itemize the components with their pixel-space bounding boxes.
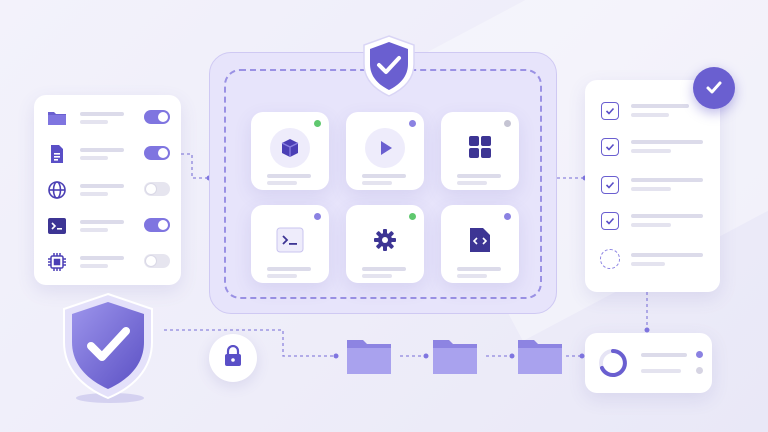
checkbox-checked-icon	[601, 176, 619, 194]
folder-icon[interactable]	[432, 336, 478, 376]
toggle-switch-on[interactable]	[144, 218, 170, 232]
toggle-switch-on[interactable]	[144, 110, 170, 124]
check-circle-icon	[693, 67, 735, 109]
shield-check-icon	[360, 34, 418, 98]
checkbox-checked-icon	[601, 138, 619, 156]
loading-ring-icon	[597, 347, 629, 379]
permission-row-terminal[interactable]	[34, 211, 181, 241]
checkbox-checked-icon	[601, 212, 619, 230]
status-dot	[504, 213, 511, 220]
toggle-switch-off[interactable]	[144, 182, 170, 196]
app-tile-code[interactable]	[441, 205, 519, 283]
app-tile-media[interactable]	[346, 112, 424, 190]
status-dot	[314, 120, 321, 127]
status-dot	[696, 351, 703, 358]
lock-icon	[223, 344, 243, 371]
terminal-icon	[46, 215, 68, 237]
checklist-item[interactable]	[585, 136, 720, 158]
status-dot	[409, 213, 416, 220]
gear-icon	[368, 223, 402, 257]
progress-card	[585, 333, 712, 393]
permission-row-hardware[interactable]	[34, 247, 181, 277]
checklist-item-pending[interactable]	[585, 248, 720, 270]
document-icon	[46, 143, 68, 165]
app-tile-terminal[interactable]	[251, 205, 329, 283]
checklist-panel	[585, 80, 720, 292]
status-dot	[409, 120, 416, 127]
grid-icon	[463, 130, 497, 164]
play-icon	[365, 128, 405, 168]
pending-circle-icon	[600, 249, 620, 269]
chip-icon	[46, 251, 68, 273]
status-dot	[696, 367, 703, 374]
terminal-icon	[273, 223, 307, 257]
checklist-item[interactable]	[585, 210, 720, 232]
folder-icon[interactable]	[517, 336, 563, 376]
checklist-item[interactable]	[585, 174, 720, 196]
app-tile-apps[interactable]	[441, 112, 519, 190]
toggle-switch-off[interactable]	[144, 254, 170, 268]
folder-icon	[46, 107, 68, 129]
permissions-panel	[34, 95, 181, 285]
toggle-switch-on[interactable]	[144, 146, 170, 160]
checklist-item[interactable]	[585, 100, 720, 122]
permission-row-network[interactable]	[34, 175, 181, 205]
globe-icon	[46, 179, 68, 201]
permission-row-document[interactable]	[34, 139, 181, 169]
lock-button[interactable]	[209, 334, 257, 382]
shield-check-icon	[58, 292, 158, 404]
folder-icon[interactable]	[346, 336, 392, 376]
status-dot	[314, 213, 321, 220]
code-file-icon	[463, 223, 497, 257]
cube-icon	[270, 128, 310, 168]
app-tile-package[interactable]	[251, 112, 329, 190]
checkbox-checked-icon	[601, 102, 619, 120]
permission-row-folder[interactable]	[34, 103, 181, 133]
status-dot	[504, 120, 511, 127]
app-tile-settings[interactable]	[346, 205, 424, 283]
